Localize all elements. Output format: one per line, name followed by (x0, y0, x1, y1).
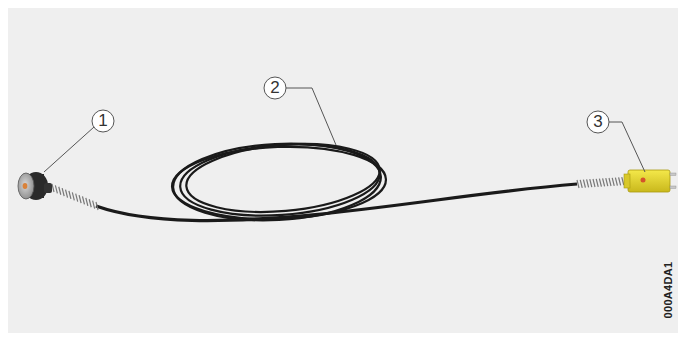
figure-code: 000A4DA1 (662, 262, 674, 319)
cable (96, 184, 577, 221)
callout-number: 1 (92, 111, 114, 131)
plug-connector (624, 170, 676, 192)
panel-ground (8, 8, 678, 333)
callout-marks (44, 77, 645, 172)
cable-coil (171, 137, 387, 226)
strain-relief-spring (52, 177, 627, 210)
callout-number: 3 (587, 112, 609, 132)
callout-number: 2 (264, 78, 286, 98)
sensor-head (18, 172, 52, 200)
